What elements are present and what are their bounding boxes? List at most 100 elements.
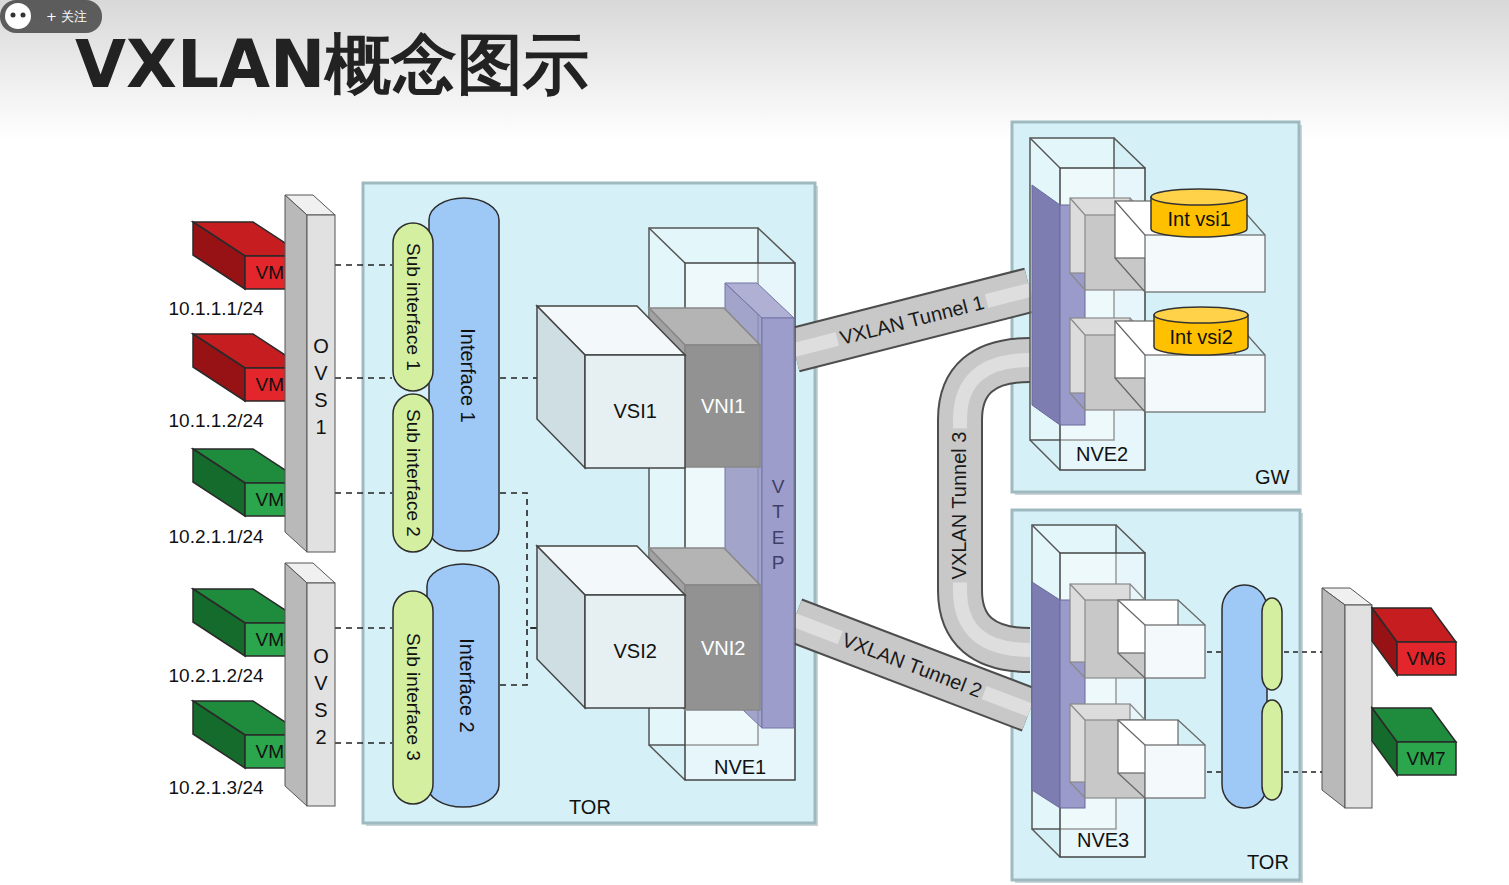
node-label: Interface 2: [454, 638, 477, 733]
cylinder-top: [1154, 307, 1248, 323]
nve-box-shape: [1030, 138, 1145, 470]
vsi-interface: Int vsi1: [1150, 188, 1248, 238]
tor-region-ground: [363, 183, 815, 823]
node-label: VNI1: [701, 395, 745, 418]
nve-front: [1060, 553, 1145, 857]
box-front: [1145, 355, 1265, 412]
vtep-side: [1032, 185, 1060, 425]
vtep-side: [725, 283, 762, 728]
ovs-side: [285, 563, 307, 806]
node-label: TOR: [1247, 851, 1289, 874]
ovs-front: [307, 583, 335, 806]
box-edge: [1178, 720, 1205, 745]
cube-side: [1372, 708, 1397, 775]
dashed-link: [335, 492, 392, 494]
cube-front: [1397, 642, 1456, 675]
cube-front: [1397, 742, 1456, 775]
pill-shape: [427, 564, 499, 807]
box-edge: [1115, 201, 1145, 235]
vm-box: VM7: [1372, 708, 1456, 775]
page-title: VXLAN概念图示: [75, 20, 589, 110]
box-front: [1145, 745, 1205, 798]
box-edge: [1130, 704, 1145, 720]
dashed-link: [1284, 771, 1322, 773]
follow-badge: + 关注: [46, 8, 87, 26]
vsi-interface: Int vsi2: [1153, 306, 1249, 356]
node-label: GW: [1255, 466, 1289, 489]
vsi-cube-shape: [537, 546, 685, 708]
node-label: OVS 2: [311, 643, 331, 751]
box-edge: [1115, 378, 1145, 412]
box-edge: [1070, 782, 1085, 798]
cube-side: [193, 334, 245, 401]
dashed-link: [335, 377, 392, 379]
sub-interface: Sub interface 2: [392, 393, 434, 553]
ovs-switch: OVS 1: [285, 195, 335, 552]
ip-address: 10.2.1.3/24: [169, 777, 264, 799]
sub-interface-pill: [1262, 700, 1282, 800]
interface-pill: [1222, 585, 1267, 808]
sub-interface: Sub interface 1: [392, 222, 434, 392]
tunnel-outline: [794, 290, 1030, 350]
box-edge: [1178, 600, 1205, 625]
cube-side: [537, 546, 585, 708]
ovs-side: [285, 195, 307, 552]
cube-front: [585, 355, 685, 468]
box-front: [1145, 235, 1265, 292]
nve-box: NVE3: [1030, 522, 1145, 857]
avatar: [5, 3, 31, 29]
box-edge: [1070, 662, 1085, 678]
ovs-front: [307, 215, 335, 552]
cube-side: [1372, 608, 1397, 675]
box-front: [1145, 625, 1205, 678]
ovs-side: [1322, 588, 1345, 808]
box-edge: [1070, 584, 1085, 600]
box-edge: [1115, 321, 1145, 355]
cube-front: [585, 595, 685, 708]
box-edge: [1070, 273, 1085, 290]
node-label: VM6: [1407, 648, 1446, 670]
pill-shape: [393, 394, 433, 552]
node-label: NVE2: [1076, 443, 1128, 466]
vxlan-tunnel: [794, 290, 1030, 350]
pill-shape: [393, 591, 433, 804]
node-label: VM7: [1407, 748, 1446, 770]
nve-box: NVE2: [1030, 138, 1145, 470]
node-label: Int vsi1: [1168, 208, 1231, 231]
tunnel-label: VXLAN Tunnel 1: [835, 290, 990, 350]
vsi-cube: VSI2: [537, 546, 685, 708]
avatar-eye: [11, 13, 16, 18]
ip-address: 10.1.1.1/24: [169, 298, 264, 320]
vtep-side: [1032, 582, 1060, 808]
tunnel-label: VXLAN Tunnel 3: [948, 428, 971, 582]
node-label: OVS 1: [311, 333, 331, 441]
node-label: Sub interface 1: [402, 243, 424, 371]
node-label: Interface 1: [455, 328, 478, 423]
ovs-switch: OVS 2: [285, 563, 335, 806]
tor-region: TOR Sub interface 1 Sub interface 2 Interfa…: [363, 183, 815, 823]
tunnel-body: [794, 290, 1030, 350]
pill-shape: [429, 198, 499, 551]
cube-side: [193, 589, 245, 656]
node-label: VSI2: [614, 640, 657, 663]
dashed-link: [500, 377, 537, 379]
dashed-link: [1207, 651, 1222, 653]
box-edge: [1118, 600, 1145, 625]
box-edge: [1118, 720, 1145, 745]
cube-side: [193, 222, 245, 289]
nve-edge: [1030, 138, 1060, 168]
box-edge: [1130, 584, 1145, 600]
node-label: TOR: [569, 796, 611, 819]
box-edge: [1070, 318, 1085, 335]
box-edge: [1118, 773, 1145, 798]
sub-interface-pill: [1262, 598, 1282, 690]
nve-edge: [758, 228, 795, 263]
dashed-link: [335, 264, 392, 266]
vtep-front: [762, 318, 794, 728]
cube-side: [193, 449, 245, 516]
pill-shape: [393, 223, 433, 391]
node-label: VTEP: [769, 474, 788, 577]
nve-edge: [649, 228, 685, 263]
ip-address: 10.1.1.2/24: [169, 410, 264, 432]
gw-region-ground: [1012, 122, 1299, 492]
